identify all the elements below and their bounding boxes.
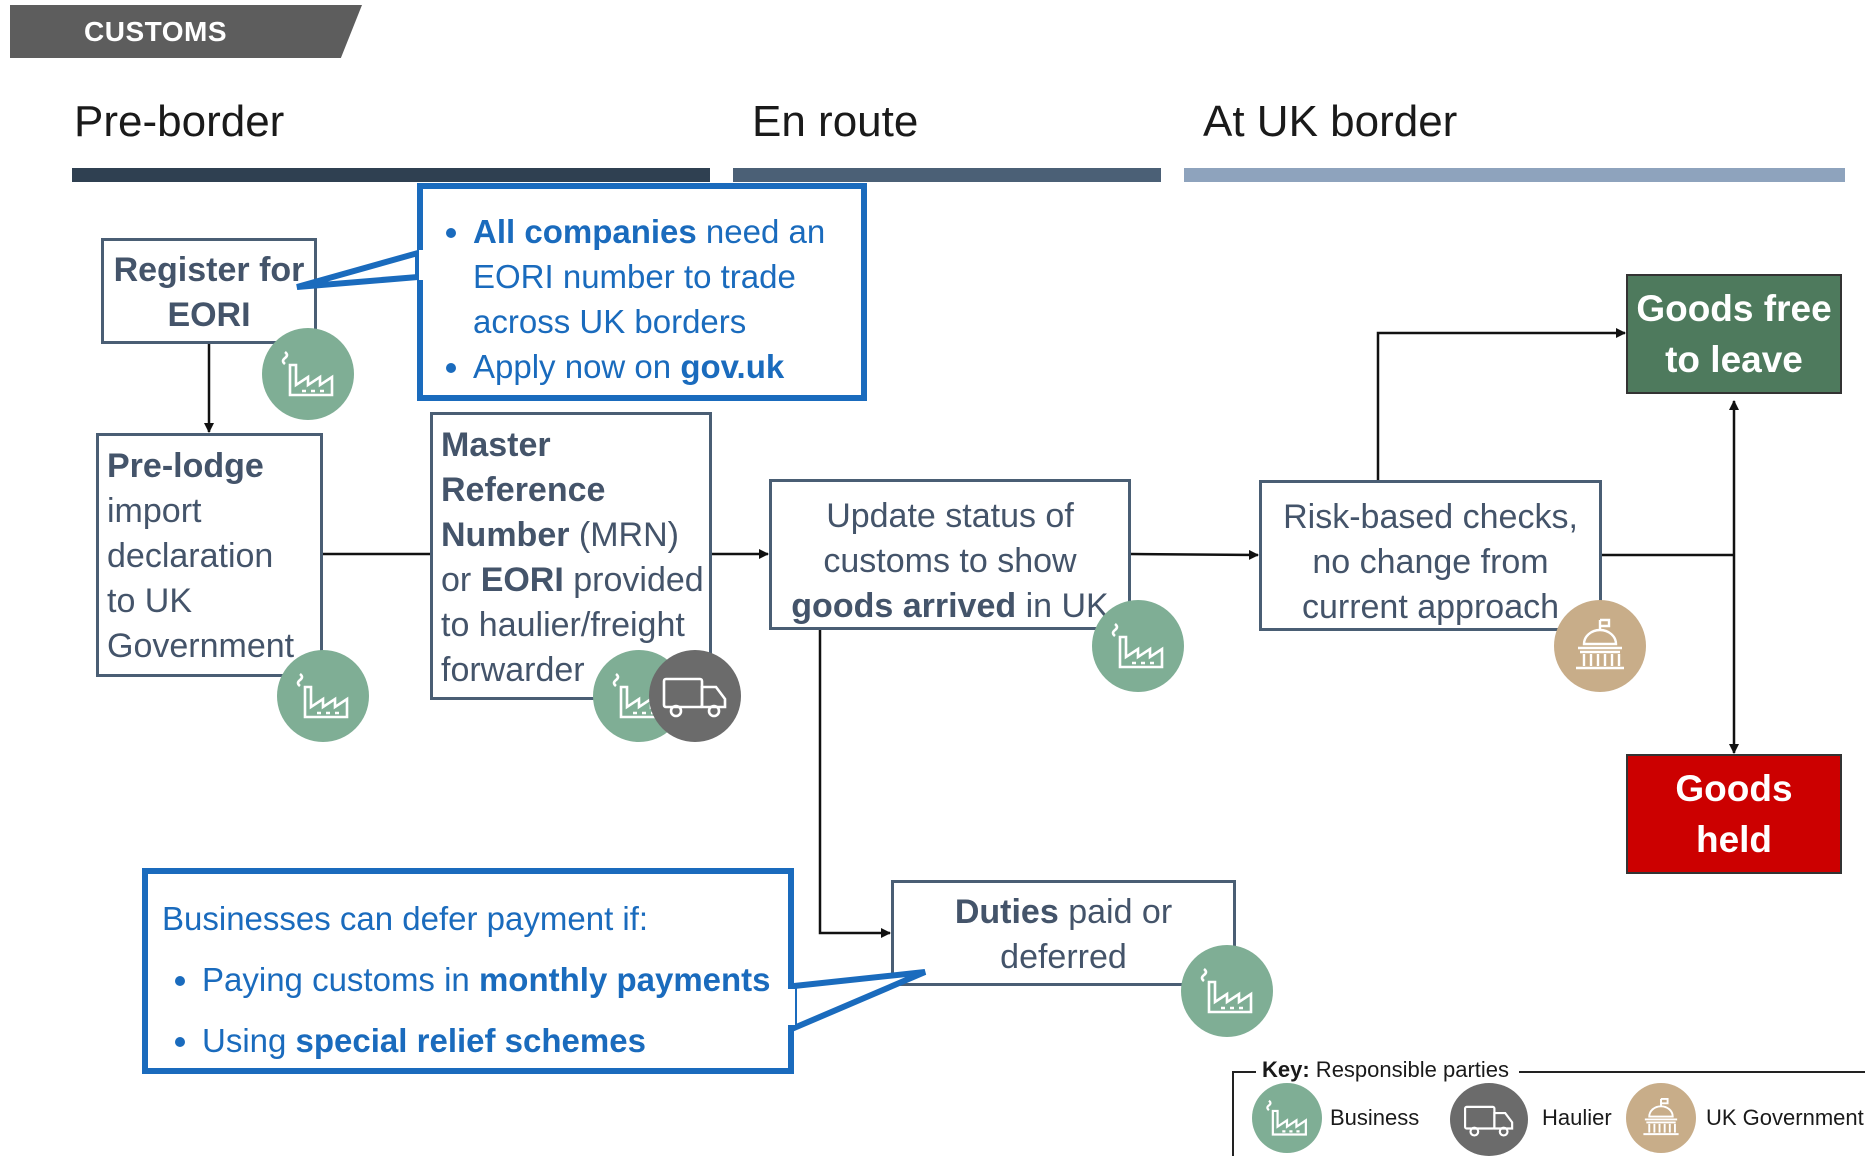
defer-callout: Businesses can defer payment if: Paying … xyxy=(142,868,794,1074)
update-line-2: customs to show xyxy=(823,542,1077,580)
defer-bullet-1: Paying customs in monthly payments xyxy=(202,949,774,1010)
phase-en-route: En route xyxy=(752,97,919,146)
eori-need: need an EORI number to trade across UK b… xyxy=(473,213,826,340)
mrn-box: Master Reference Number (MRN) or EORI pr… xyxy=(430,412,712,700)
factory-icon xyxy=(277,650,369,742)
duties-line-1: Duties paid or xyxy=(894,890,1233,935)
risk-line-2: no change from xyxy=(1312,543,1549,581)
factory-icon xyxy=(262,328,354,420)
key-government-label: UK Government xyxy=(1706,1105,1864,1130)
eori-govuk-link[interactable]: gov.uk xyxy=(680,348,785,385)
phase-bar-at-uk-border xyxy=(1184,168,1845,182)
key-frame xyxy=(1232,1071,1865,1156)
key-haulier-label: Haulier xyxy=(1542,1105,1612,1130)
key-title-bold: Key: xyxy=(1262,1057,1310,1082)
defer-paying: Paying customs in xyxy=(202,961,479,998)
mrn-line-2: Reference xyxy=(441,471,606,509)
eori-bullet-2: Apply now on gov.uk xyxy=(473,344,851,389)
defer-using: Using xyxy=(202,1022,296,1059)
update-in-uk: in UK xyxy=(1016,587,1109,625)
factory-icon xyxy=(1092,600,1184,692)
phase-bar-pre-border xyxy=(72,168,710,182)
register-line-1: Register for xyxy=(113,251,305,289)
phase-pre-border: Pre-border xyxy=(74,97,285,146)
update-status-box: Update status of customs to show goods a… xyxy=(769,479,1131,630)
mrn-line-5: to haulier/freight xyxy=(441,606,685,644)
defer-bullet-2: Using special relief schemes xyxy=(202,1010,774,1071)
update-goods-arrived: goods arrived xyxy=(791,587,1017,625)
register-line-2: EORI xyxy=(167,296,251,334)
truck-icon xyxy=(649,650,741,742)
duties-paid: paid or xyxy=(1058,893,1173,931)
mrn-number: Number xyxy=(441,516,570,554)
mrn-line-4: or EORI provided xyxy=(441,558,709,603)
factory-icon xyxy=(1181,945,1273,1037)
defer-intro: Businesses can defer payment if: xyxy=(162,900,649,937)
free-line-1: Goods free xyxy=(1636,288,1832,329)
register-eori-box: Register for EORI xyxy=(101,238,317,344)
truck-icon xyxy=(1450,1083,1528,1156)
mrn-line-1: Master xyxy=(441,426,551,464)
defer-relief: special relief schemes xyxy=(295,1022,646,1059)
duties-bold: Duties xyxy=(954,893,1059,931)
update-line-1: Update status of xyxy=(826,497,1074,535)
key-title: Key: Responsible parties xyxy=(1256,1057,1520,1083)
goods-held-box: Goods held xyxy=(1626,754,1842,874)
mrn-or: or xyxy=(441,561,481,599)
phase-at-uk-border: At UK border xyxy=(1203,97,1458,146)
defer-callout-pointer xyxy=(785,969,927,1033)
mrn-line-6: forwarder xyxy=(441,651,585,689)
goods-free-box: Goods free to leave xyxy=(1626,274,1842,394)
mrn-abbrev: (MRN) xyxy=(569,516,679,554)
key-business-label: Business xyxy=(1330,1105,1420,1130)
key-title-rest: Responsible parties xyxy=(1309,1057,1510,1082)
section-tag: CUSTOMS xyxy=(10,5,362,58)
update-line-3: goods arrived in UK xyxy=(772,584,1128,629)
eori-bullet-1: All companies need an EORI number to tra… xyxy=(473,209,851,344)
mrn-eori: EORI xyxy=(480,561,564,599)
held-line-2: held xyxy=(1695,819,1773,860)
duties-line-2: deferred xyxy=(1000,938,1127,976)
government-building-icon xyxy=(1554,600,1646,692)
risk-checks-box: Risk-based checks, no change from curren… xyxy=(1259,480,1602,631)
eori-callout-pointer xyxy=(296,250,429,290)
defer-monthly: monthly payments xyxy=(478,961,771,998)
eori-all-companies: All companies xyxy=(473,213,697,250)
prelodge-line-3: declaration xyxy=(107,537,274,575)
eori-callout: All companies need an EORI number to tra… xyxy=(417,183,867,401)
prelodge-line-2: import xyxy=(107,492,202,530)
government-building-icon xyxy=(1626,1083,1696,1153)
phase-bar-en-route xyxy=(733,168,1161,182)
prelodge-line-5: Government xyxy=(107,627,295,665)
mrn-line-3: Number (MRN) xyxy=(441,513,709,558)
pre-lodge-box: Pre-lodge import declaration to UK Gover… xyxy=(96,433,323,677)
free-line-2: to leave xyxy=(1665,339,1803,380)
eori-apply: Apply now on xyxy=(473,348,681,385)
risk-line-1: Risk-based checks, xyxy=(1283,498,1578,536)
held-line-1: Goods xyxy=(1675,768,1793,809)
prelodge-line-4: to UK xyxy=(107,582,193,620)
mrn-provided: provided xyxy=(563,561,704,599)
risk-line-3: current approach xyxy=(1301,588,1560,626)
duties-box: Duties paid or deferred xyxy=(891,880,1236,986)
factory-icon xyxy=(1252,1083,1322,1153)
prelodge-bold: Pre-lodge xyxy=(107,447,264,485)
